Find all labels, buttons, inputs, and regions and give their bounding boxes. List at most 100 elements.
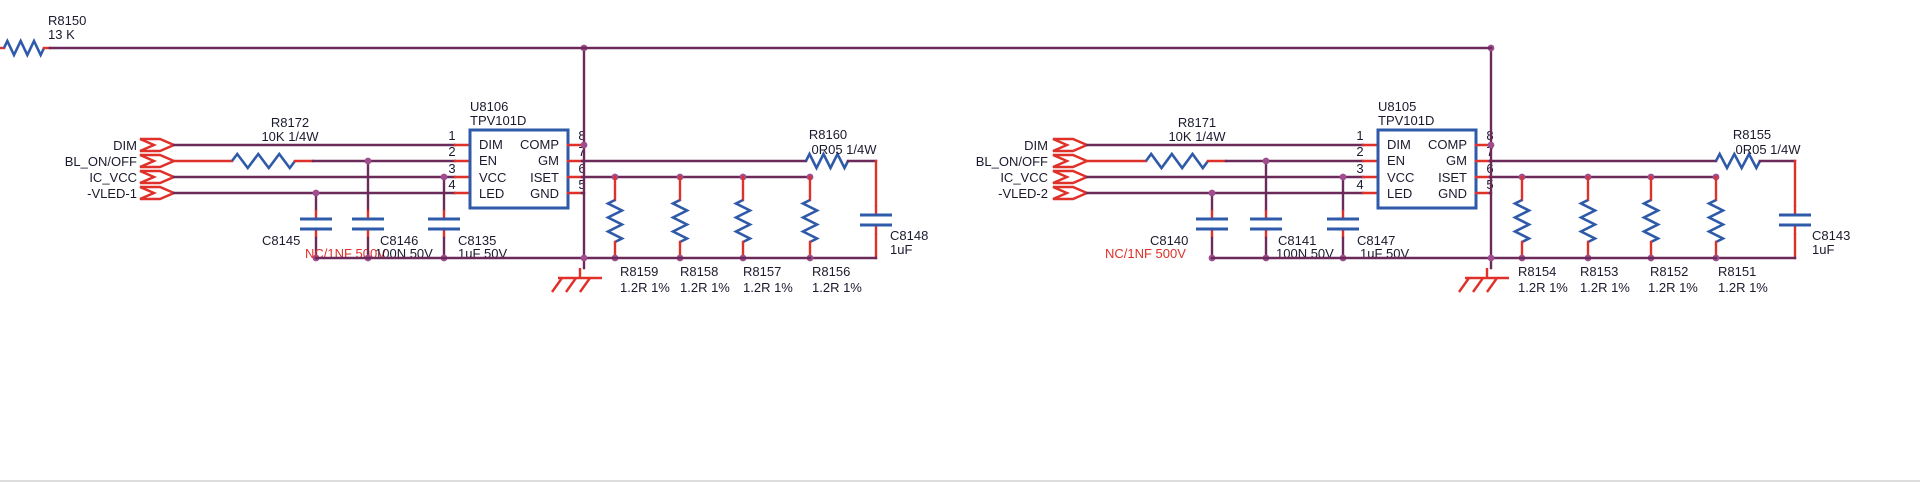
junction-dot <box>580 254 588 262</box>
junction-dot <box>440 173 448 181</box>
sense-resistor-value: 1.2R 1% <box>620 280 670 295</box>
port-label: IC_VCC <box>1000 170 1048 185</box>
port-label: -VLED-1 <box>87 186 137 201</box>
ground-hatch <box>579 277 591 293</box>
output-capacitor-ref: C8148 <box>890 228 928 243</box>
sense-resistor <box>670 198 690 244</box>
output-resistor <box>1714 151 1762 171</box>
ic-pin-number: 2 <box>1356 144 1363 159</box>
port-label: DIM <box>1024 138 1048 153</box>
ic-pin-name: LED <box>1387 186 1412 201</box>
sense-resistor-ref: R8159 <box>620 264 658 279</box>
ic-pin-name: GND <box>1438 186 1467 201</box>
sense-resistor-ref: R8153 <box>1580 264 1618 279</box>
port-label: IC_VCC <box>89 170 137 185</box>
output-capacitor-value: 1uF <box>890 242 912 257</box>
ic-pin-name: VCC <box>479 170 506 185</box>
sense-resistor-value: 1.2R 1% <box>812 280 862 295</box>
output-resistor-value: 0R05 1/4W <box>1735 142 1801 157</box>
ic-pin-name: COMP <box>1428 137 1467 152</box>
port-symbol <box>1052 153 1091 169</box>
top-resistor-r8150 <box>2 37 46 59</box>
ground-symbol <box>551 268 602 293</box>
ic-body <box>468 128 570 210</box>
sense-resistor <box>1512 198 1532 244</box>
sense-resistor <box>605 198 625 244</box>
ic-pin-number: 4 <box>1356 177 1363 192</box>
ic-ref: U8106 <box>470 99 508 114</box>
ic-pin-number: 7 <box>578 144 585 159</box>
junction-dot <box>1208 189 1216 197</box>
port-label: BL_ON/OFF <box>65 154 137 169</box>
sense-resistor <box>733 198 753 244</box>
ic-part: TPV101D <box>1378 113 1434 128</box>
ic-pin-number: 4 <box>448 177 455 192</box>
output-capacitor <box>860 205 892 235</box>
junction-dot <box>1487 254 1495 262</box>
sense-resistor-value: 1.2R 1% <box>1718 280 1768 295</box>
ic-pin-name: EN <box>1387 153 1405 168</box>
series-resistor <box>1144 151 1210 171</box>
series-resistor-value: 10K 1/4W <box>1168 129 1226 144</box>
sense-resistor-ref: R8156 <box>812 264 850 279</box>
sense-resistor-ref: R8158 <box>680 264 718 279</box>
ground-hatch <box>1486 277 1498 293</box>
capacitor <box>1250 210 1282 238</box>
ground-hatch <box>551 277 563 293</box>
sense-resistor-value: 1.2R 1% <box>1518 280 1568 295</box>
ic-pin-name: VCC <box>1387 170 1414 185</box>
capacitor-ref: C8145 <box>262 233 300 248</box>
ic-pin-name: ISET <box>1438 170 1467 185</box>
series-resistor <box>230 151 297 171</box>
junction-dot <box>580 141 588 149</box>
series-resistor-ref: R8172 <box>271 115 309 130</box>
ic-pin-name: GM <box>538 153 559 168</box>
ic-pin-name: DIM <box>479 137 503 152</box>
ic-pin-name: DIM <box>1387 137 1411 152</box>
capacitor <box>352 210 384 238</box>
capacitor-ref: C8146 <box>380 233 418 248</box>
ic-pin-number: 2 <box>448 144 455 159</box>
output-resistor-value: 0R05 1/4W <box>811 142 877 157</box>
junction-dot <box>312 189 320 197</box>
ic-part: TPV101D <box>470 113 526 128</box>
ic-pin-name: COMP <box>520 137 559 152</box>
port-label: -VLED-2 <box>998 186 1048 201</box>
capacitor-ref: C8141 <box>1278 233 1316 248</box>
port-symbol <box>139 137 178 153</box>
port-symbol <box>1052 137 1091 153</box>
sense-resistor-ref: R8151 <box>1718 264 1756 279</box>
ic-pin-number: 1 <box>1356 128 1363 143</box>
output-capacitor-ref: C8143 <box>1812 228 1850 243</box>
sense-resistor <box>800 198 820 244</box>
sense-resistor-ref: R8154 <box>1518 264 1556 279</box>
capacitor-ref: C8147 <box>1357 233 1395 248</box>
ground-hatch <box>1472 277 1484 293</box>
ic-pin-name: ISET <box>530 170 559 185</box>
footer-divider <box>0 480 1920 482</box>
series-resistor-value: 10K 1/4W <box>261 129 319 144</box>
top-resistor-value: 13 K <box>48 27 75 42</box>
sense-resistor-value: 1.2R 1% <box>1648 280 1698 295</box>
capacitor <box>428 210 460 238</box>
ic-pin-name: GM <box>1446 153 1467 168</box>
junction-dot <box>364 157 372 165</box>
junction-dot <box>1262 157 1270 165</box>
top-resistor-ref: R8150 <box>48 13 86 28</box>
sense-resistor-ref: R8152 <box>1650 264 1688 279</box>
ic-pin-number: 6 <box>578 161 585 176</box>
sense-resistor <box>1706 198 1726 244</box>
ic-pin-name: GND <box>530 186 559 201</box>
ic-body <box>1376 128 1478 210</box>
capacitor <box>300 210 332 238</box>
ic-pin-number: 3 <box>448 161 455 176</box>
port-symbol <box>139 153 178 169</box>
ic-pin-number: 8 <box>578 128 585 143</box>
sense-resistor-value: 1.2R 1% <box>680 280 730 295</box>
sense-resistor-ref: R8157 <box>743 264 781 279</box>
ic-pin-number: 5 <box>578 177 585 192</box>
ground-hatch <box>565 277 577 293</box>
sense-resistor-value: 1.2R 1% <box>743 280 793 295</box>
output-capacitor <box>1779 205 1811 235</box>
